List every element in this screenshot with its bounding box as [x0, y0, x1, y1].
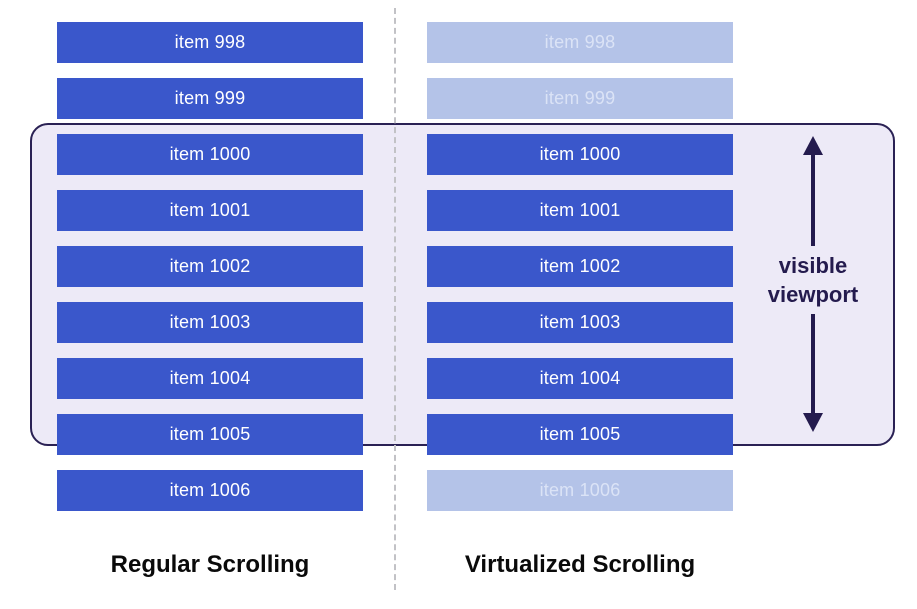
list-item: item 1003 [427, 302, 733, 343]
list-item: item 998 [57, 22, 363, 63]
list-item-label: item 1001 [169, 200, 251, 220]
regular-scrolling-caption: Regular Scrolling [110, 551, 310, 578]
list-item-label: item 1005 [169, 424, 251, 444]
arrow-down-icon [803, 314, 823, 432]
list-item: item 1004 [427, 358, 733, 399]
list-item: item 1005 [57, 414, 363, 455]
list-item: item 998 [427, 22, 733, 63]
list-item: item 999 [427, 78, 733, 119]
virtualized-scrolling-list: item 998 item 999 item 1000 item 1001 item 1… [427, 22, 733, 511]
virtualized-scrolling-caption: Virtualized Scrolling [464, 551, 696, 578]
list-item: item 1003 [57, 302, 363, 343]
list-item-label: item 1004 [539, 368, 621, 388]
list-item: item 1006 [427, 470, 733, 511]
column-divider-dashed-line [394, 8, 396, 590]
list-item-label: item 998 [544, 32, 616, 52]
viewport-extent-indicator: visible viewport [743, 136, 883, 432]
list-item: item 1004 [57, 358, 363, 399]
regular-scrolling-list: item 998 item 999 item 1000 item 1001 item 1… [57, 22, 363, 511]
list-item-label: item 998 [174, 32, 246, 52]
list-item-label: item 1003 [539, 312, 621, 332]
list-item-label: item 1003 [169, 312, 251, 332]
arrow-up-icon [803, 136, 823, 246]
list-item-label: item 1006 [539, 480, 621, 500]
list-item-label: item 1005 [539, 424, 621, 444]
list-item-label: item 1000 [539, 144, 621, 164]
list-item: item 1000 [427, 134, 733, 175]
list-item: item 1000 [57, 134, 363, 175]
list-item-label: item 999 [544, 88, 616, 108]
list-item-label: item 1002 [539, 256, 621, 276]
viewport-label: visible viewport [767, 253, 859, 307]
list-item-label: item 1001 [539, 200, 621, 220]
list-item-label: item 1004 [169, 368, 251, 388]
list-item: item 1001 [427, 190, 733, 231]
list-item: item 999 [57, 78, 363, 119]
list-item: item 1002 [57, 246, 363, 287]
list-item-label: item 1000 [169, 144, 251, 164]
list-item-label: item 999 [174, 88, 246, 108]
list-item: item 1005 [427, 414, 733, 455]
list-item-label: item 1006 [169, 480, 251, 500]
list-item: item 1002 [427, 246, 733, 287]
list-item: item 1006 [57, 470, 363, 511]
list-item-label: item 1002 [169, 256, 251, 276]
list-item: item 1001 [57, 190, 363, 231]
